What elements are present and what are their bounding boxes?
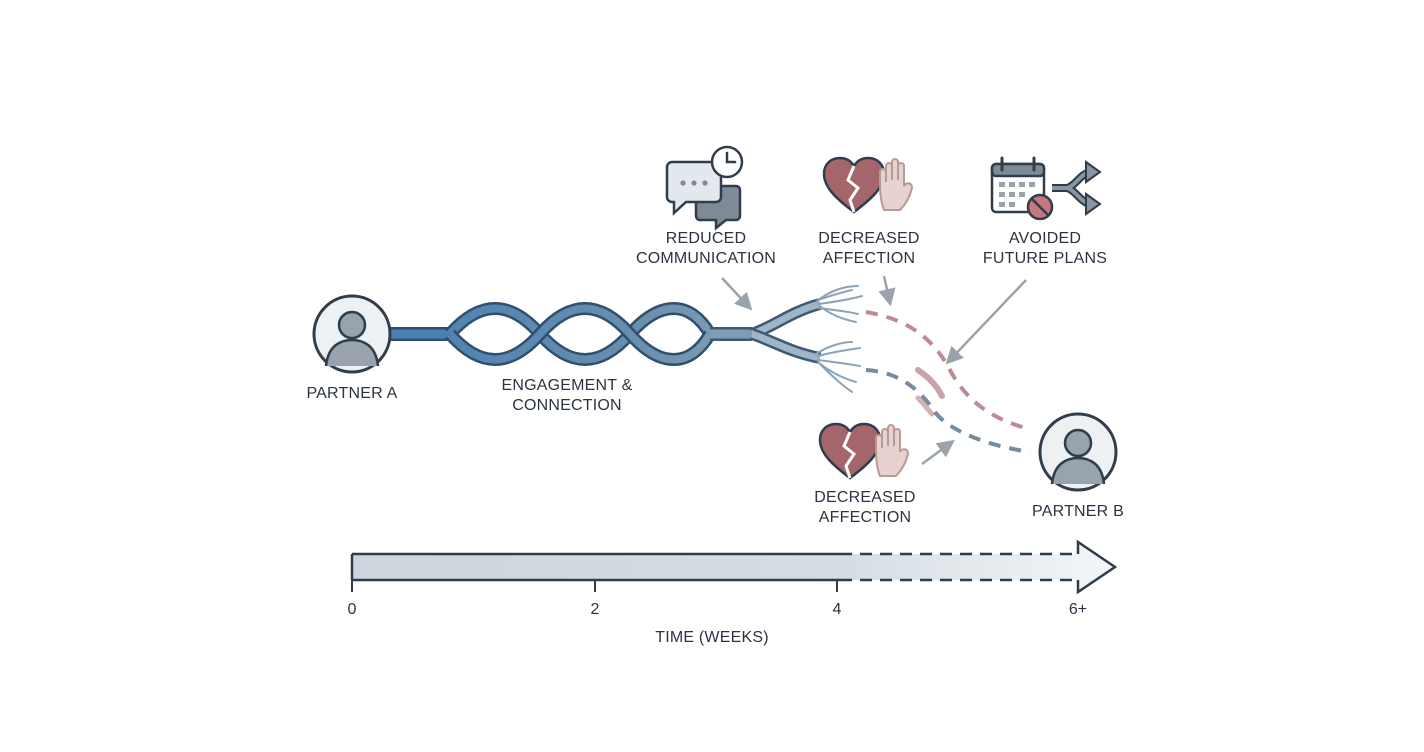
connection-rope <box>390 285 1031 454</box>
timeline-axis-label: TIME (WEEKS) <box>655 629 769 646</box>
raised-hand-icon <box>879 158 914 211</box>
avoided-future-plans-arrow <box>945 279 1027 365</box>
decreased-affection-top-arrow <box>878 275 896 307</box>
broken-heart-icon <box>818 422 882 480</box>
future-label-line1: AVOIDED <box>1008 230 1082 247</box>
future-label-line2: FUTURE PLANS <box>982 250 1108 267</box>
broken-heart-icon <box>822 156 886 214</box>
raised-hand-icon <box>875 424 910 477</box>
decreased-affection-bottom-arrow <box>921 439 955 466</box>
timeline-arrow <box>350 539 1118 595</box>
affection-bottom-line1: DECREASED <box>814 489 916 506</box>
engagement-label-line2: CONNECTION <box>512 397 622 414</box>
clock-icon <box>710 145 744 179</box>
person-icon <box>324 310 380 367</box>
reduced-label-line1: REDUCED <box>665 230 747 247</box>
person-icon <box>1050 428 1106 485</box>
affection-top-line1: DECREASED <box>818 230 920 247</box>
chat-bubbles-icon <box>665 160 742 231</box>
reduced-label-line2: COMMUNICATION <box>635 250 777 267</box>
tick-label-0: 0 <box>347 601 357 618</box>
tick-label-6-plus: 6+ <box>1068 601 1088 618</box>
pointer-arrows <box>721 275 1027 466</box>
partner-b-label: PARTNER B <box>1032 503 1124 520</box>
affection-bottom-line2: AFFECTION <box>818 509 912 526</box>
partner-a-avatar <box>312 294 392 374</box>
calendar-blocked-icon <box>990 156 1054 221</box>
partner-b-avatar <box>1038 412 1118 492</box>
affection-top-line2: AFFECTION <box>822 250 916 267</box>
tick-label-2: 2 <box>590 601 600 618</box>
engagement-label-line1: ENGAGEMENT & <box>501 377 633 394</box>
tick-label-4: 4 <box>832 601 842 618</box>
reduced-communication-arrow <box>721 277 753 311</box>
diverging-arrows-icon <box>1052 160 1102 216</box>
partner-a-label: PARTNER A <box>306 385 398 402</box>
